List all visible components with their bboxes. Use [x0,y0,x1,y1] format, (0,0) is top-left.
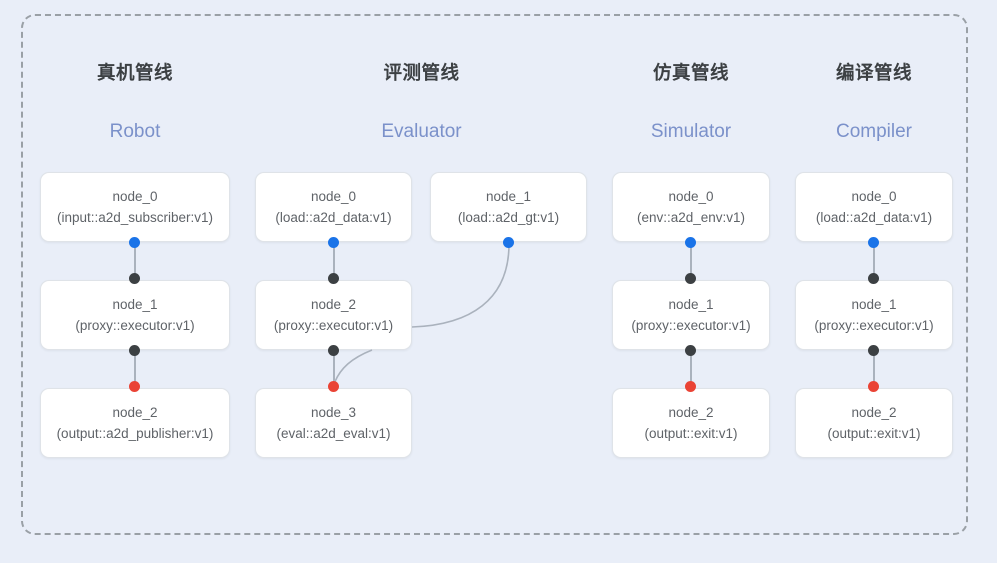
node-name: node_2 [310,296,357,312]
node-spec: (proxy::executor:v1) [631,318,751,333]
diagram-dashed-frame [21,14,968,535]
node-robot-2[interactable]: node_2 (output::a2d_publisher:v1) [40,388,230,458]
port-input-compiler-2[interactable] [868,381,879,392]
node-spec: (input::a2d_subscriber:v1) [56,210,214,225]
node-spec: (output::exit:v1) [644,426,738,441]
node-name: node_0 [668,188,714,204]
node-name: node_0 [851,188,897,204]
port-input-robot-2[interactable] [129,381,140,392]
node-compiler-1[interactable]: node_1 (proxy::executor:v1) [795,280,953,350]
node-name: node_1 [485,188,532,204]
node-evaluator-gt[interactable]: node_1 (load::a2d_gt:v1) [430,172,587,242]
port-output-robot-0[interactable] [129,237,140,248]
node-spec: (proxy::executor:v1) [814,318,934,333]
node-spec: (load::a2d_data:v1) [815,210,933,225]
port-output-compiler-0[interactable] [868,237,879,248]
port-input-evaluator-2[interactable] [328,273,339,284]
node-spec: (proxy::executor:v1) [75,318,195,333]
link-robot-0-1 [134,242,136,278]
node-name: node_2 [851,404,897,420]
node-compiler-0[interactable]: node_0 (load::a2d_data:v1) [795,172,953,242]
node-name: node_1 [112,296,158,312]
node-spec: (proxy::executor:v1) [273,318,394,333]
node-simulator-1[interactable]: node_1 (proxy::executor:v1) [612,280,770,350]
node-robot-1[interactable]: node_1 (proxy::executor:v1) [40,280,230,350]
port-input-robot-1[interactable] [129,273,140,284]
node-spec: (output::a2d_publisher:v1) [56,426,214,441]
port-output-evaluator-0[interactable] [328,237,339,248]
port-output-simulator-1[interactable] [685,345,696,356]
link-robot-1-2 [134,350,136,386]
node-spec: (load::a2d_gt:v1) [457,210,560,225]
link-evaluator-0-2 [333,242,335,278]
port-input-compiler-1[interactable] [868,273,879,284]
node-simulator-0[interactable]: node_0 (env::a2d_env:v1) [612,172,770,242]
node-robot-0[interactable]: node_0 (input::a2d_subscriber:v1) [40,172,230,242]
link-compiler-1-2 [873,350,875,386]
port-input-evaluator-3[interactable] [328,381,339,392]
node-name: node_2 [668,404,714,420]
port-output-evaluator-2[interactable] [328,345,339,356]
node-name: node_2 [112,404,158,420]
node-evaluator-2[interactable]: node_2 (proxy::executor:v1) [255,280,412,350]
port-input-simulator-2[interactable] [685,381,696,392]
port-input-simulator-1[interactable] [685,273,696,284]
node-name: node_0 [310,188,357,204]
node-spec: (output::exit:v1) [827,426,921,441]
node-evaluator-0[interactable]: node_0 (load::a2d_data:v1) [255,172,412,242]
port-output-compiler-1[interactable] [868,345,879,356]
node-name: node_1 [668,296,714,312]
node-spec: (env::a2d_env:v1) [636,210,746,225]
node-simulator-2[interactable]: node_2 (output::exit:v1) [612,388,770,458]
node-spec: (eval::a2d_eval:v1) [276,426,391,441]
node-evaluator-3[interactable]: node_3 (eval::a2d_eval:v1) [255,388,412,458]
node-compiler-2[interactable]: node_2 (output::exit:v1) [795,388,953,458]
node-name: node_0 [112,188,158,204]
node-name: node_1 [851,296,897,312]
link-simulator-1-2 [690,350,692,386]
node-spec: (load::a2d_data:v1) [275,210,392,225]
port-output-simulator-0[interactable] [685,237,696,248]
node-name: node_3 [310,404,357,420]
port-output-evaluator-gt[interactable] [503,237,514,248]
port-output-robot-1[interactable] [129,345,140,356]
link-compiler-0-1 [873,242,875,278]
link-simulator-0-1 [690,242,692,278]
